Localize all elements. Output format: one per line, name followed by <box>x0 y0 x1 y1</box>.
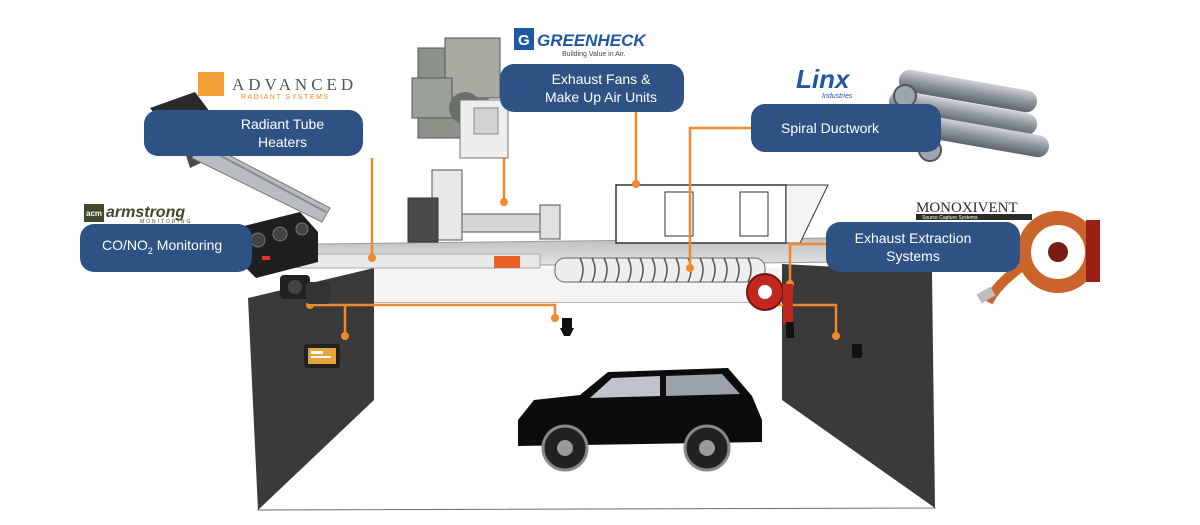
callout-exhaust-fans: Exhaust Fans & Make Up Air Units <box>500 64 684 112</box>
armstrong-logo-mark <box>84 204 104 222</box>
callout-co-no2-subscript: 2 <box>147 245 153 256</box>
unit-door-2 <box>739 191 769 237</box>
connector-spiral <box>688 126 752 268</box>
node-ceiling-sensor <box>551 314 559 322</box>
hose-reel-wall-icon <box>746 273 794 338</box>
wall-box-icon <box>280 275 330 304</box>
hose-reel-icon <box>976 211 1100 305</box>
connector-right-sensor <box>755 303 838 336</box>
rooftop-fan-base <box>407 197 439 243</box>
callout-exhaust-fans-line1: Exhaust Fans & <box>551 71 651 87</box>
linx-logo: Linx Industries <box>796 64 853 100</box>
connector-extraction <box>788 242 826 284</box>
makeup-air-hood <box>785 184 829 244</box>
armstrong-logo-name: armstrong <box>106 204 185 221</box>
node-makeup <box>632 180 640 188</box>
node-spiral <box>686 264 694 272</box>
left-wall <box>248 268 374 510</box>
node-right-sensor <box>832 332 840 340</box>
gas-monitor-icon <box>236 212 318 278</box>
callout-extraction-line2: Systems <box>886 248 940 264</box>
monoxivent-logo: MONOXIVENT Source Capture Systems <box>916 200 1032 221</box>
greenheck-logo-mark <box>514 28 534 50</box>
right-wall-sensor-icon <box>852 344 862 358</box>
callout-co-no2-monitoring: CO/NO2 Monitoring <box>80 224 252 272</box>
advanced-logo-tagline: RADIANT SYSTEMS <box>241 94 330 101</box>
greenheck-logo: G GREENHECK Building Value in Air. <box>514 28 647 58</box>
callout-co-no2-prefix: CO/NO <box>102 237 148 254</box>
advanced-logo-mark <box>198 72 224 96</box>
interior-spiral-duct <box>554 257 766 283</box>
svg-text:G: G <box>518 32 530 49</box>
linx-logo-tagline: Industries <box>822 93 853 100</box>
callout-extraction-line1: Exhaust Extraction <box>854 230 972 246</box>
monoxivent-logo-bar <box>916 214 1032 220</box>
advanced-logo-name: ADVANCED <box>232 75 357 94</box>
node-radiant <box>368 254 376 262</box>
right-wall <box>782 264 935 508</box>
suv-icon <box>518 368 762 472</box>
connector-monitor-main <box>310 303 557 318</box>
wall-display-icon <box>304 344 340 368</box>
unit-door-1 <box>664 191 694 237</box>
spiral-duct-body <box>554 257 766 283</box>
armstrong-logo-tagline: MONITORING <box>140 219 192 225</box>
exhaust-fan-icon <box>411 37 509 159</box>
callout-radiant-line2: Heaters <box>257 134 307 150</box>
connector-nodes <box>306 180 840 340</box>
armstrong-logo-mark-text: acm <box>86 209 102 218</box>
callout-radiant-line1: Radiant Tube <box>240 116 325 132</box>
greenheck-logo-tagline: Building Value in Air. <box>562 51 625 58</box>
node-monitor <box>341 332 349 340</box>
rooftop-equipment <box>407 169 829 244</box>
node-fans <box>500 198 508 206</box>
rooftop-duct-run <box>461 213 553 233</box>
armstrong-logo: acm armstrong MONITORING <box>84 204 192 225</box>
callout-spiral-line1: Spiral Ductwork <box>781 120 880 136</box>
callout-radiant-tube-heaters: Radiant Tube Heaters <box>144 110 363 156</box>
rooftop-fan-outlet <box>539 204 561 240</box>
callout-co-no2-suffix: Monitoring <box>152 237 223 254</box>
interior-devices <box>280 273 862 368</box>
makeup-air-unit <box>615 184 787 244</box>
ceiling-sensor-icon <box>560 318 574 336</box>
advanced-logo: ADVANCED RADIANT SYSTEMS <box>198 72 357 101</box>
linx-logo-name: Linx <box>796 64 851 94</box>
greenheck-logo-name: GREENHECK <box>537 31 647 50</box>
callout-exhaust-fans-line2: Make Up Air Units <box>544 89 658 105</box>
monoxivent-logo-tagline: Source Capture Systems <box>922 215 978 221</box>
monoxivent-logo-name: MONOXIVENT <box>916 200 1018 216</box>
callout-spiral-ductwork: Spiral Ductwork <box>751 104 941 152</box>
callout-exhaust-extraction: Exhaust Extraction Systems <box>826 222 1020 272</box>
orange-damper <box>494 256 520 268</box>
